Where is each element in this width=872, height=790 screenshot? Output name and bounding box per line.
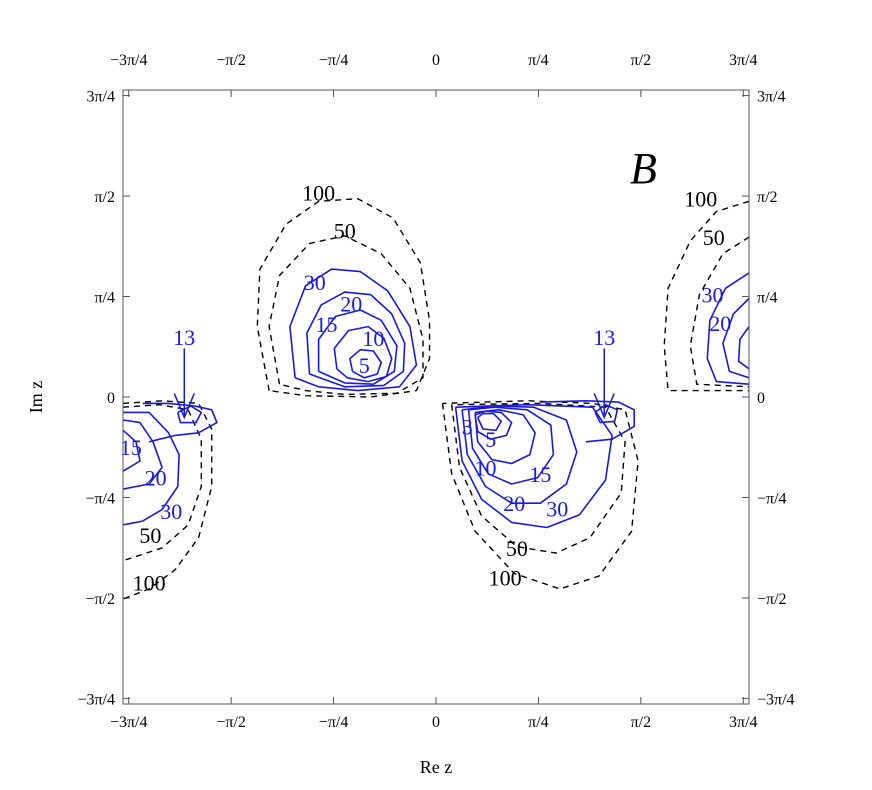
contour-level-15-solid: [317, 309, 398, 385]
contour-label: 20: [145, 466, 167, 491]
contour-level-13-solid: [142, 402, 218, 443]
contour-label: 20: [503, 491, 525, 516]
y-axis-title: Im z: [26, 381, 46, 413]
contour-level-30-solid: [454, 403, 613, 529]
x-tick-label-bottom: −3π/4: [110, 714, 148, 731]
contour-level-20-solid: [722, 297, 750, 379]
x-tick-label-bottom: 3π/4: [729, 714, 758, 731]
y-tick-label-right: 0: [757, 390, 765, 407]
contour-label: 10: [362, 326, 384, 351]
panel-label: B: [630, 144, 657, 193]
contour-label: 50: [506, 536, 528, 561]
contour-level-20-solid: [306, 291, 406, 388]
contour-level-50-dashed: [451, 402, 626, 554]
contour-label: 10: [475, 455, 497, 480]
contour-label: 13: [173, 325, 195, 350]
contour-label: 100: [302, 180, 335, 205]
y-tick-label-left: −π/2: [85, 591, 115, 608]
contour-label: 30: [546, 496, 568, 521]
y-tick-label-left: π/2: [94, 189, 115, 206]
x-tick-label-top: 0: [432, 52, 440, 69]
contour-label: 20: [709, 311, 731, 336]
y-tick-label-left: 0: [107, 390, 115, 407]
x-tick-label-bottom: −π/4: [319, 714, 349, 731]
contour-label: 50: [334, 219, 356, 244]
x-tick-label-bottom: 0: [432, 714, 440, 731]
x-axis-title: Re z: [420, 757, 452, 777]
contour-label: 3: [462, 414, 473, 439]
arrow-head: [593, 393, 615, 420]
contour-label: 15: [315, 312, 337, 337]
contour-level-100-dashed: [663, 200, 750, 392]
contour-label: 5: [359, 353, 370, 378]
contour-lines: [122, 198, 750, 600]
x-tick-label-top: π/2: [631, 52, 652, 69]
annotation-arrows: [173, 348, 615, 420]
contour-level-20-solid: [122, 419, 163, 490]
y-tick-label-right: −π/4: [757, 490, 787, 507]
contour-level-5-solid: [349, 348, 382, 379]
x-tick-label-bottom: π/4: [528, 714, 549, 731]
y-tick-label-left: π/4: [94, 290, 115, 307]
contour-level-100-dashed: [441, 400, 639, 590]
contour-label: 30: [701, 283, 723, 308]
contour-level-20-solid: [461, 405, 578, 504]
contour-level-13-solid: [540, 400, 635, 443]
contour-level-100-dashed: [256, 198, 431, 398]
contour-label: 5: [485, 427, 496, 452]
x-tick-label-top: −π/2: [216, 52, 246, 69]
plot-frame: [122, 89, 750, 705]
contour-level-15-solid: [737, 326, 750, 370]
contour-label: 30: [160, 499, 182, 524]
x-tick-label-bottom: −π/2: [216, 714, 246, 731]
contour-level-10-solid: [474, 409, 536, 465]
tick-marks: [123, 90, 749, 704]
contour-label: 100: [133, 570, 166, 595]
y-tick-label-left: 3π/4: [86, 89, 115, 106]
x-tick-label-top: 3π/4: [729, 52, 758, 69]
x-tick-label-top: π/4: [528, 52, 549, 69]
y-tick-label-right: π/4: [757, 290, 778, 307]
contour-label: 50: [703, 225, 725, 250]
contour-level-50-dashed: [122, 404, 202, 562]
contour-level-50-dashed: [689, 236, 750, 388]
y-tick-label-right: π/2: [757, 189, 778, 206]
contour-level-15-solid: [122, 429, 141, 472]
x-tick-label-top: −3π/4: [110, 52, 148, 69]
tick-labels: −3π/4 −3π/4 −π/2 −π/2 −π/4 −π/4 0 0 π/4 π/4 π/2 π/2…: [77, 52, 794, 731]
x-tick-label-bottom: π/2: [631, 714, 652, 731]
contour-level-30-solid: [706, 272, 750, 385]
contour-level-5-solid: [474, 410, 513, 440]
arrow-head: [173, 393, 195, 420]
contour-label: 20: [340, 292, 362, 317]
contour-label: 30: [304, 270, 326, 295]
y-tick-label-right: 3π/4: [757, 89, 786, 106]
contour-label: 50: [139, 523, 161, 548]
contour-label: 13: [593, 325, 615, 350]
contour-level-15-solid: [467, 406, 555, 485]
contour-level-30-solid: [122, 411, 180, 526]
contour-label: 100: [684, 187, 717, 212]
contour-level-10-solid: [333, 325, 393, 383]
contour-label: 15: [529, 462, 551, 487]
contour-label: 15: [120, 435, 142, 460]
contour-level-100-dashed: [122, 400, 213, 600]
contour-level-30-solid: [289, 268, 418, 392]
x-tick-label-top: −π/4: [319, 52, 349, 69]
y-tick-label-right: −3π/4: [757, 691, 795, 708]
contour-label: 100: [489, 565, 522, 590]
y-tick-label-left: −3π/4: [77, 691, 115, 708]
contour-level-50-dashed: [268, 235, 424, 396]
y-tick-label-left: −π/4: [85, 490, 115, 507]
contour-level-3-solid: [476, 412, 502, 432]
y-tick-label-right: −π/2: [757, 591, 787, 608]
